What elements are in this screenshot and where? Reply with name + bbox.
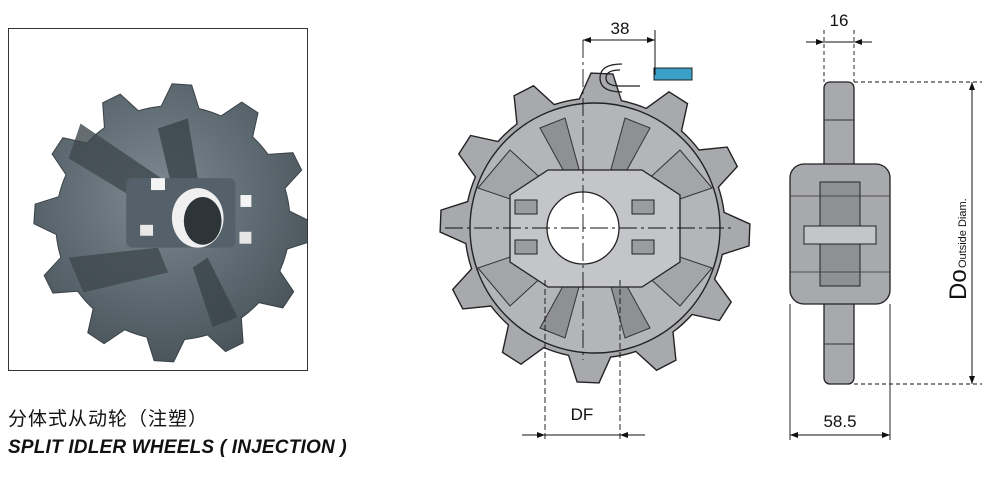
idler-wheel-photo	[33, 83, 307, 363]
product-photo	[8, 28, 308, 371]
caption-english: SPLIT IDLER WHEELS ( INJECTION )	[8, 437, 347, 458]
width-label: 16	[830, 11, 849, 30]
bore-label: DF	[571, 405, 594, 424]
outside-diameter-note: Outside Diam.	[957, 198, 969, 268]
hub-width-label: 58.5	[823, 412, 856, 431]
outside-diameter-symbol: Do	[945, 269, 972, 300]
front-view: 38 DF	[439, 19, 751, 440]
chain-symbol	[653, 67, 693, 81]
caption-chinese: 分体式从动轮（注塑）	[8, 408, 209, 430]
side-view: 16 58.5 Do Outside Diam.	[789, 11, 982, 440]
pitch-label: 38	[611, 19, 630, 38]
